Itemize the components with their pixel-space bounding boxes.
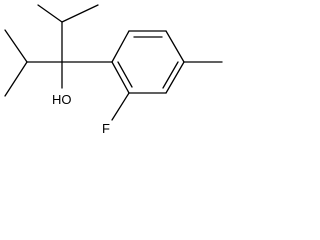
- ring-double-bond-c: [117, 61, 133, 88]
- hydroxyl-label: HO: [52, 92, 72, 107]
- ring-bond-1: [111, 30, 130, 63]
- bond-left-isopropyl-top-methyl: [4, 29, 28, 63]
- bond-left-isopropyl-bottom-methyl: [4, 61, 28, 97]
- ring-bond-6: [111, 61, 130, 94]
- structure-canvas: HO F: [0, 0, 227, 142]
- bond-top-isopropyl-left-methyl: [37, 4, 63, 23]
- ring-bond-4: [165, 61, 185, 94]
- fluorine-label: F: [102, 121, 110, 136]
- bond-top-isopropyl-right-methyl: [61, 4, 99, 23]
- ring-bond-3: [165, 30, 185, 63]
- bond-ring-to-fluorine: [111, 92, 130, 121]
- molecule-structure: HO F: [4, 4, 223, 136]
- ring-double-bond-b: [162, 61, 179, 89]
